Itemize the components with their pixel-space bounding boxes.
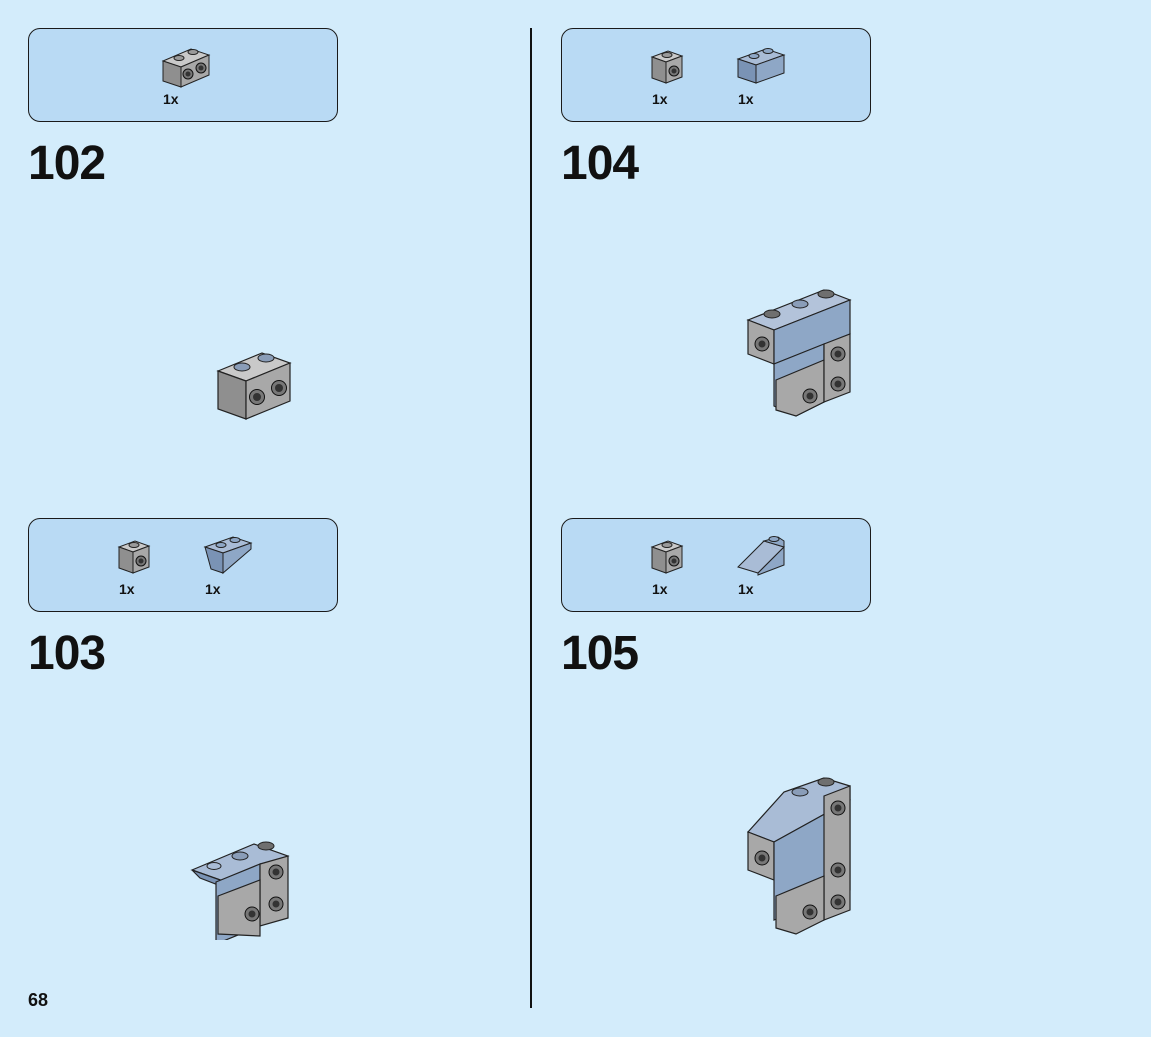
slope-inverted-1x2-blue-icon — [203, 536, 253, 575]
page-divider — [530, 28, 532, 1008]
part-quantity: 1x — [119, 581, 135, 597]
brick-1x1-with-side-stud-icon — [117, 540, 151, 574]
parts-callout: 1x — [28, 28, 338, 122]
part-item: 1x — [201, 519, 271, 613]
parts-callout: 1x 1x — [28, 518, 338, 612]
step-number: 104 — [561, 137, 639, 190]
page-number: 68 — [28, 990, 49, 1010]
part-quantity: 1x — [163, 91, 179, 107]
part-item: 1x — [648, 29, 718, 123]
brick-1x2-blue-icon — [736, 48, 786, 84]
slope-1x2-blue-icon — [737, 536, 785, 576]
brick-1x2-with-side-studs-icon — [161, 48, 211, 88]
parts-callout: 1x 1x — [561, 518, 871, 612]
part-item: 1x — [115, 519, 185, 613]
part-quantity: 1x — [738, 581, 754, 597]
part-item: 1x — [734, 29, 804, 123]
part-item: 1x — [157, 29, 227, 123]
assembly-model — [746, 289, 852, 417]
assembly-model — [216, 352, 292, 420]
brick-1x1-with-side-stud-icon — [650, 540, 684, 574]
part-item: 1x — [648, 519, 718, 613]
part-quantity: 1x — [738, 91, 754, 107]
step-number: 102 — [28, 137, 106, 190]
step-number: 105 — [561, 627, 639, 680]
assembly-model — [746, 777, 851, 935]
part-item: 1x — [734, 519, 804, 613]
parts-callout: 1x 1x — [561, 28, 871, 122]
step-number: 103 — [28, 627, 106, 680]
part-quantity: 1x — [205, 581, 221, 597]
brick-1x1-with-side-stud-icon — [650, 50, 684, 84]
part-quantity: 1x — [652, 581, 668, 597]
assembly-model — [190, 841, 290, 940]
part-quantity: 1x — [652, 91, 668, 107]
